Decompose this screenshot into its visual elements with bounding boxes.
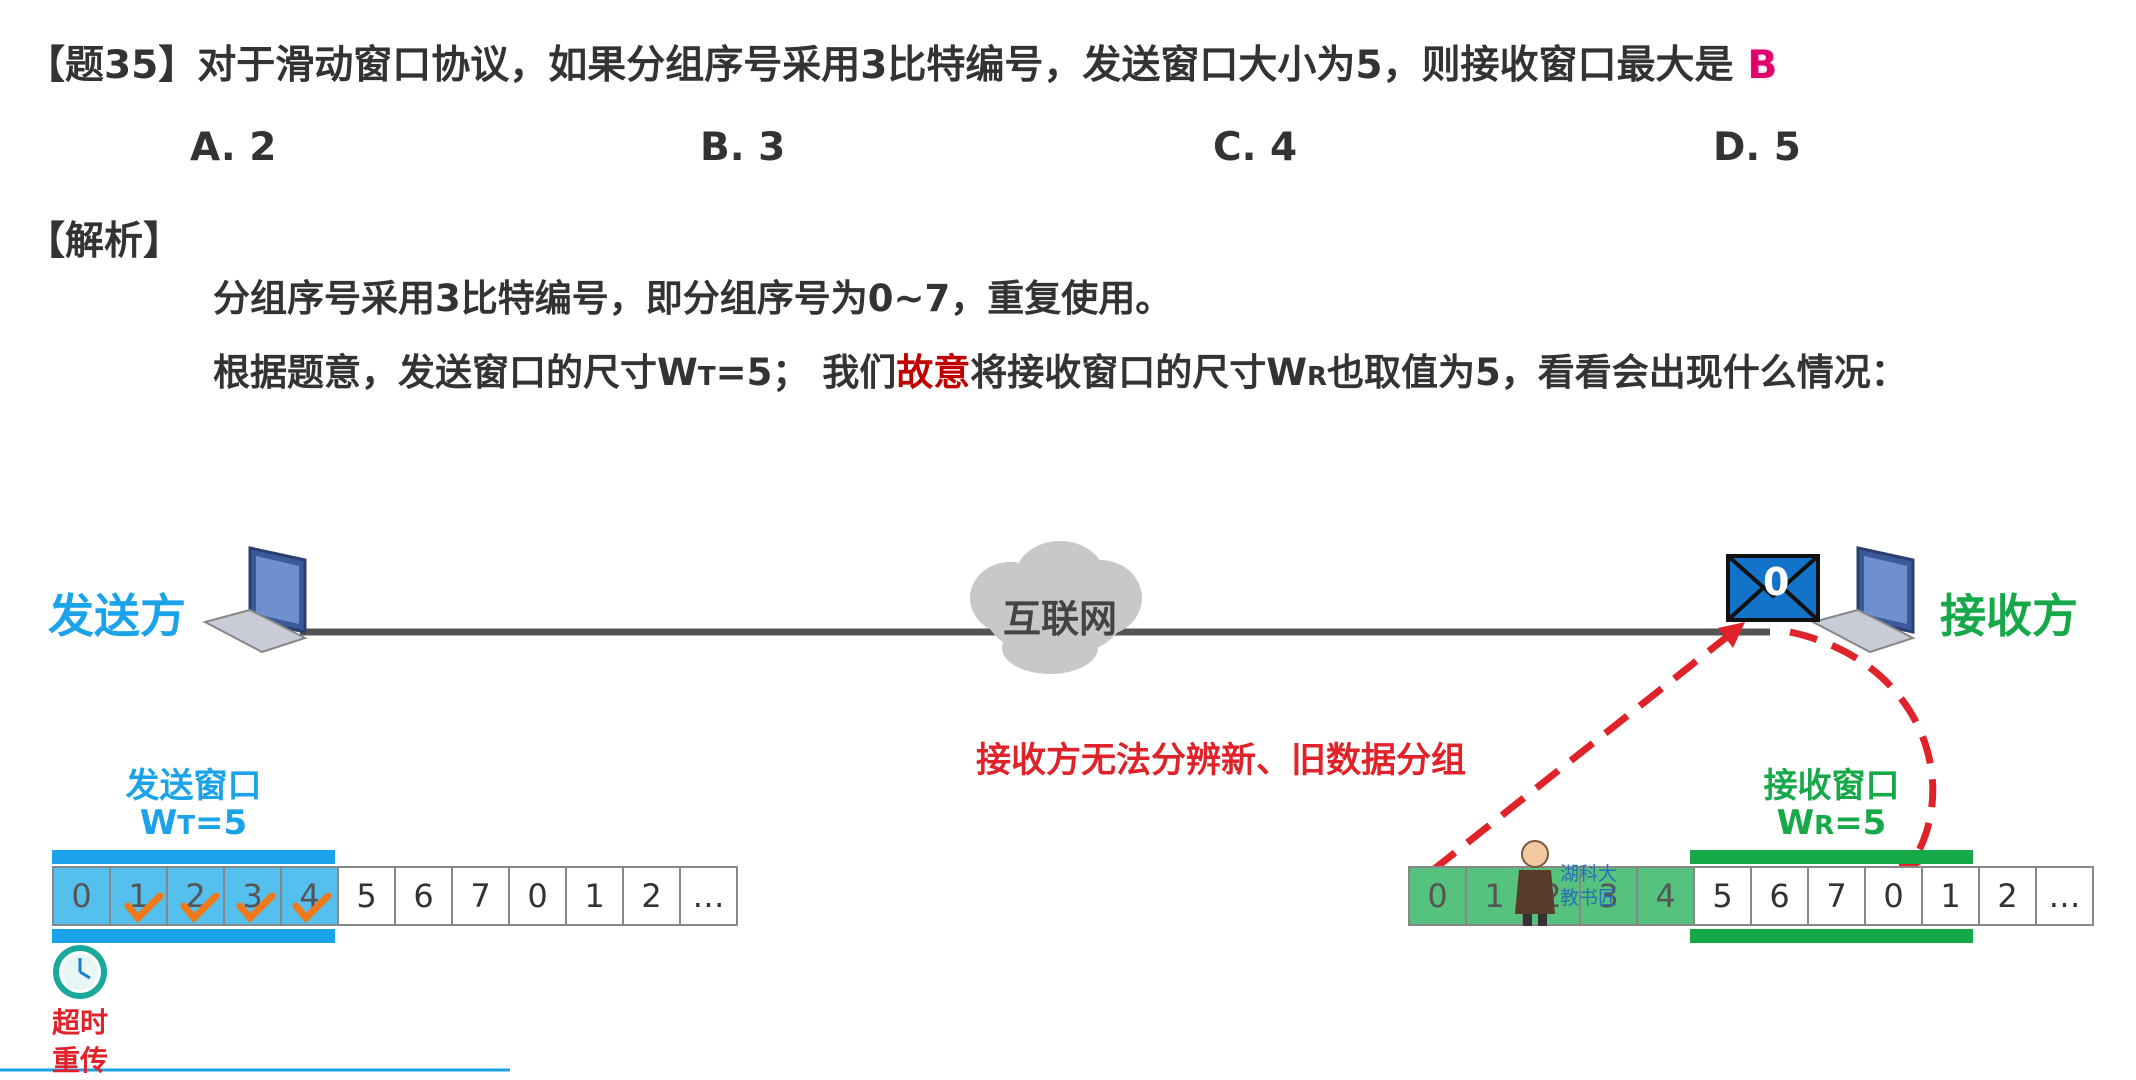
analysis-heading: 【解析】 [26, 219, 183, 264]
recv-cell: 3 [1579, 866, 1638, 926]
recv-window-top-bar [1690, 850, 1973, 864]
send-cell: 6 [394, 866, 453, 926]
recv-w-prefix: W [1776, 803, 1815, 843]
recv-window-title: 接收窗口 [1763, 766, 1900, 806]
recv-cell: 4 [1636, 866, 1695, 926]
recv-sequence: 0 1 2 3 4 5 6 7 0 1 2 … [1408, 866, 2094, 926]
option-d: D. 5 [1713, 125, 1801, 170]
recv-w-suffix: =5 [1834, 803, 1887, 843]
recv-cell: 5 [1693, 866, 1752, 926]
send-cell: … [679, 866, 738, 926]
watermark-text: 湖科大教书匠 [1560, 863, 1618, 909]
analysis-line-2-part-d: 也取值为5，看看会出现什么情况： [1327, 351, 1908, 394]
answer-mark: B [1747, 43, 1778, 88]
internet-cloud-icon [970, 541, 1142, 674]
receiver-laptop-icon [1810, 546, 1916, 654]
recv-cell: … [2035, 866, 2094, 926]
question-stem: 【题35】对于滑动窗口协议，如果分组序号采用3比特编号，发送窗口大小为5，则接收… [26, 43, 1734, 88]
wr-subscript: R [1307, 362, 1328, 392]
send-cell: 4 [280, 866, 339, 926]
alert-note: 接收方无法分辨新、旧数据分组 [976, 741, 1467, 781]
recv-cell: 0 [1864, 866, 1923, 926]
recv-cell: 1 [1921, 866, 1980, 926]
receiver-label: 接收方 [1940, 589, 2078, 643]
send-window-size: WT=5 [52, 803, 335, 843]
send-window-bottom-bar [52, 929, 335, 943]
analysis-line-2: 根据题意，发送窗口的尺寸WT=5； 我们故意将接收窗口的尺寸WR也取值为5，看看… [213, 342, 1908, 396]
cloud-label: 互联网 [1003, 597, 1118, 641]
send-cell: 2 [622, 866, 681, 926]
recv-window-bottom-bar [1690, 929, 1973, 943]
recv-window-size: WR=5 [1690, 803, 1973, 843]
timeout-label: 超时 重传 [40, 1004, 120, 1080]
analysis-line-2-part-b: =5； 我们 [715, 351, 897, 394]
wt-subscript: T [697, 362, 716, 392]
send-window-top-bar [52, 850, 335, 864]
send-sequence: 0 1 2 3 4 5 6 7 0 1 2 … [52, 866, 738, 926]
send-cell: 3 [223, 866, 282, 926]
timeout-line-1: 超时 [51, 1006, 108, 1039]
analysis-line-2-part-a: 根据题意，发送窗口的尺寸W [213, 351, 698, 394]
send-cell: 1 [109, 866, 168, 926]
envelope-number: 0 [1763, 560, 1790, 604]
option-c: C. 4 [1213, 125, 1298, 170]
sender-label: 发送方 [48, 589, 186, 643]
recv-w-sub: R [1814, 811, 1835, 841]
send-cell: 7 [451, 866, 510, 926]
recv-cell: 2 [1978, 866, 2037, 926]
recv-cell: 0 [1408, 866, 1467, 926]
analysis-line-1: 分组序号采用3比特编号，即分组序号为0~7，重复使用。 [213, 277, 1173, 320]
option-b: B. 3 [700, 125, 786, 170]
send-cell: 0 [508, 866, 567, 926]
recv-cell: 6 [1750, 866, 1809, 926]
envelope-icon [1726, 554, 1820, 622]
send-window-title: 发送窗口 [125, 766, 262, 806]
recv-cell: 7 [1807, 866, 1866, 926]
analysis-emphasis: 故意 [896, 351, 971, 394]
clock-icon [53, 945, 107, 999]
send-cell: 2 [166, 866, 225, 926]
arrow-head-up-icon [1718, 622, 1745, 648]
question-text: 【题35】对于滑动窗口协议，如果分组序号采用3比特编号，发送窗口大小为5，则接收… [26, 34, 1777, 90]
send-cell: 1 [565, 866, 624, 926]
send-cell: 0 [52, 866, 111, 926]
sender-laptop-icon [202, 546, 308, 654]
analysis-line-2-part-c: 将接收窗口的尺寸W [970, 351, 1308, 394]
presenter-figure-icon [1515, 840, 1555, 926]
send-w-prefix: W [139, 803, 178, 843]
send-w-suffix: =5 [195, 803, 248, 843]
option-a: A. 2 [190, 125, 277, 170]
send-w-sub: T [177, 811, 196, 841]
send-cell: 5 [337, 866, 396, 926]
timeout-line-2: 重传 [51, 1044, 108, 1077]
